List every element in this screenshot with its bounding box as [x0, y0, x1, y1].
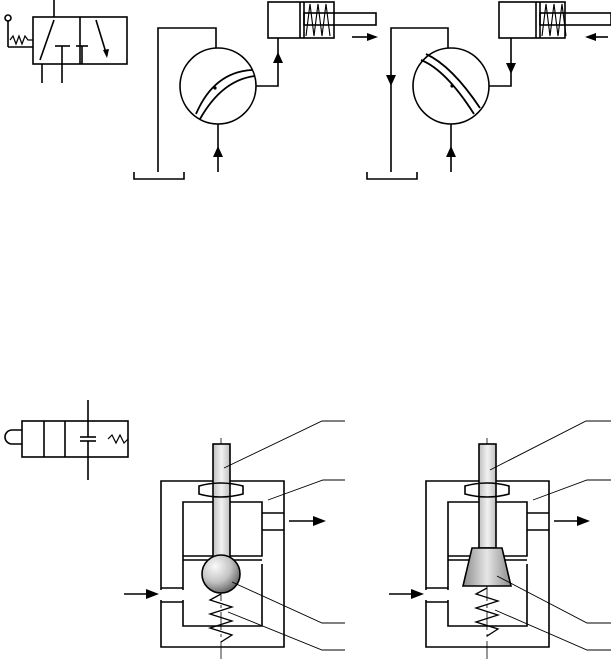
- cylinder-b: [498, 1, 611, 39]
- ball-seat-valve-section: [124, 420, 345, 660]
- valve-ball: [201, 554, 241, 594]
- valve-symbol-3-2-lever: [4, 0, 128, 83]
- rotor-channel: [195, 69, 253, 115]
- spring-icon: [473, 587, 501, 637]
- exhaust-reservoir: [133, 172, 185, 180]
- leader-line: [223, 420, 345, 469]
- inlet-arrow-icon: [146, 589, 159, 599]
- outlet-arrow-icon: [577, 516, 590, 526]
- leader-line: [231, 581, 345, 624]
- leader-line: [267, 479, 345, 501]
- cylinder-a: [267, 1, 377, 39]
- rotary-valve-position-a: [133, 1, 378, 180]
- leader-line: [496, 575, 611, 624]
- exhaust-arrow-icon: [386, 75, 396, 86]
- inlet-arrow-icon: [213, 146, 223, 157]
- inlet-arrow-icon: [411, 589, 424, 599]
- spring-icon: [107, 433, 129, 445]
- spring-icon: [9, 34, 33, 46]
- valve-cone: [461, 547, 513, 587]
- outlet-arrow-icon: [313, 516, 326, 526]
- pushbutton-icon: [4, 429, 22, 445]
- exhaust-reservoir: [366, 172, 418, 180]
- arrow-right-icon: [367, 33, 378, 41]
- inlet-arrow-icon: [446, 146, 456, 157]
- flow-arrow-icon: [506, 63, 516, 74]
- arrow-left-icon: [585, 33, 596, 41]
- valve-body-outer: [425, 480, 550, 648]
- valve-stem: [212, 443, 231, 561]
- leader-line: [494, 609, 611, 651]
- rotor-housing: [179, 47, 257, 125]
- leader-line: [227, 611, 345, 651]
- spring-icon: [207, 593, 235, 643]
- lever-actuator: [4, 14, 33, 48]
- spring-icon: [305, 3, 331, 37]
- rotor-channel: [420, 59, 475, 115]
- rotary-valve-position-b: [366, 1, 611, 180]
- cone-seat-valve-section: [389, 420, 611, 660]
- flow-arrow-icon: [273, 52, 283, 63]
- leader-line: [489, 420, 611, 471]
- leader-line: [532, 479, 611, 501]
- spring-icon: [541, 3, 567, 37]
- valve-body-outer: [160, 480, 285, 648]
- valve-symbol-body: [21, 420, 129, 458]
- valve-body-inner: [182, 501, 263, 590]
- valve-symbol-2-2-pushbutton: [4, 400, 129, 480]
